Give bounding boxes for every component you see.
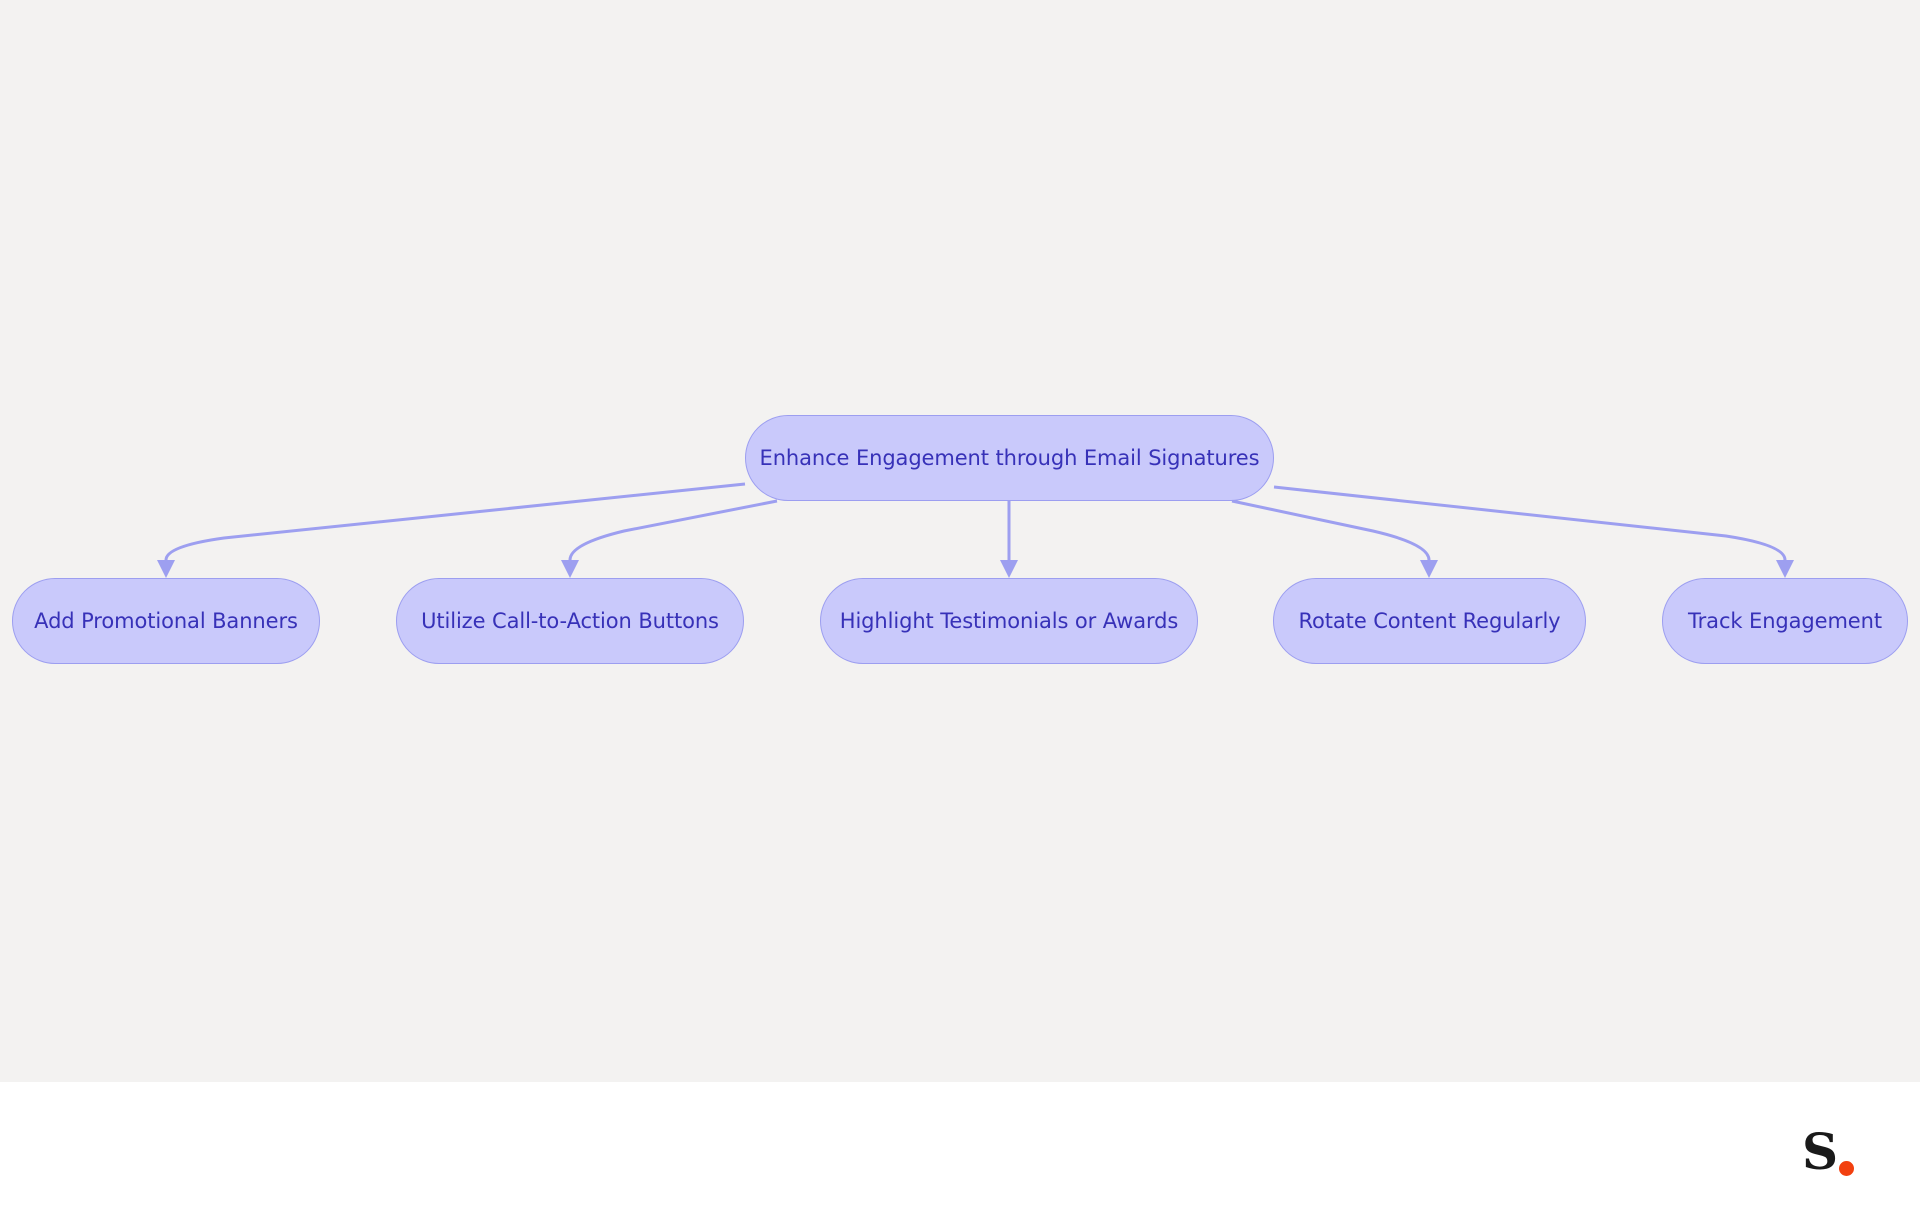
brand-logo-dot (1839, 1161, 1854, 1176)
edge-root-to-rotate-content-regularly (1231, 499, 1431, 565)
root-node-label: Enhance Engagement through Email Signatu… (759, 446, 1260, 470)
brand-logo-letter: S (1802, 1122, 1839, 1181)
root-node: Enhance Engagement through Email Signatu… (745, 415, 1274, 501)
diagram-edges (157, 482, 1794, 578)
edge-root-to-utilize-call-to-action-buttons (568, 499, 778, 565)
child-node-track-engagement: Track Engagement (1662, 578, 1908, 664)
child-node-highlight-testimonials-or-awards: Highlight Testimonials or Awards (820, 578, 1198, 664)
brand-logo-icon: S (1802, 1127, 1862, 1177)
arrowhead-add-promotional-banners (157, 560, 175, 578)
child-node-label: Add Promotional Banners (34, 609, 298, 633)
child-node-label: Track Engagement (1688, 609, 1882, 633)
child-node-label: Rotate Content Regularly (1298, 609, 1561, 633)
arrowhead-track-engagement (1776, 560, 1794, 578)
child-node-add-promotional-banners: Add Promotional Banners (12, 578, 320, 664)
arrowhead-utilize-call-to-action-buttons (561, 560, 579, 578)
diagram-canvas: Enhance Engagement through Email Signatu… (0, 0, 1920, 1082)
edge-root-to-add-promotional-banners (164, 482, 746, 565)
footer (0, 1082, 1920, 1215)
child-node-rotate-content-regularly: Rotate Content Regularly (1273, 578, 1586, 664)
child-node-label: Utilize Call-to-Action Buttons (421, 609, 719, 633)
edge-root-to-track-engagement (1273, 485, 1787, 565)
arrowhead-highlight-testimonials-or-awards (1000, 560, 1018, 578)
child-node-utilize-call-to-action-buttons: Utilize Call-to-Action Buttons (396, 578, 744, 664)
child-node-label: Highlight Testimonials or Awards (839, 609, 1179, 633)
arrowhead-rotate-content-regularly (1420, 560, 1438, 578)
